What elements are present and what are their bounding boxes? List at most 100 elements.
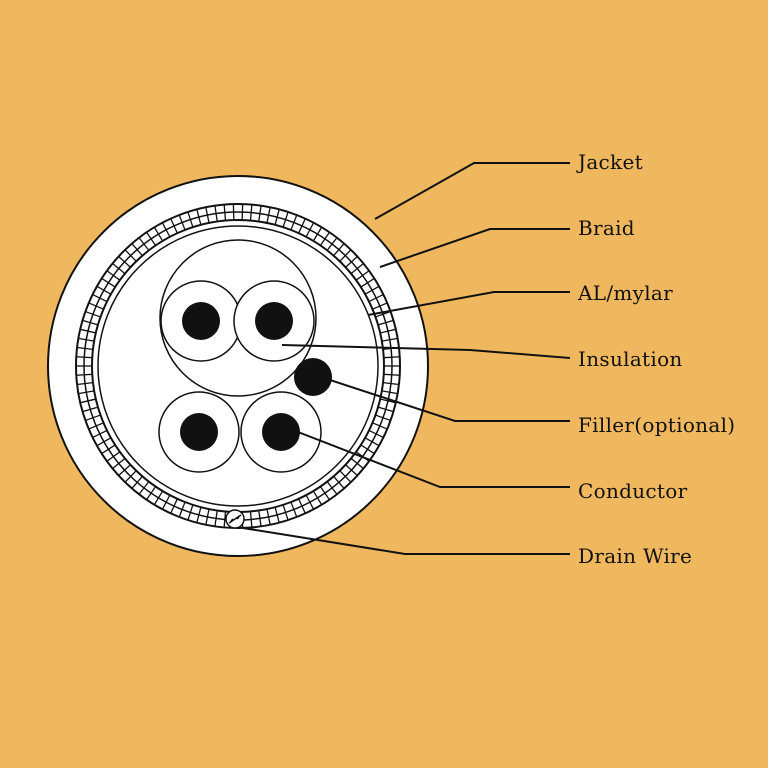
leader-line-jacket: [374, 162, 570, 220]
filler-element: [294, 358, 332, 396]
braid-tick: [96, 285, 112, 295]
braid-tick: [377, 319, 394, 326]
braid-tick: [372, 422, 388, 430]
braid-tick: [381, 337, 398, 342]
braid-tick: [101, 444, 116, 455]
label-conductor: Conductor: [578, 479, 688, 503]
braid-tick: [326, 237, 338, 251]
label-insulation: Insulation: [578, 347, 683, 371]
braid-tick: [282, 211, 289, 228]
braid-tick: [170, 218, 178, 234]
braid-tick: [274, 209, 280, 225]
braid-tick: [178, 501, 186, 518]
label-drain-wire: Drain Wire: [578, 544, 692, 568]
label-braid: Braid: [578, 216, 635, 240]
braid-tick: [106, 270, 121, 281]
braid-tick: [76, 373, 93, 376]
braid-tick: [364, 285, 380, 295]
braid-tick: [319, 486, 330, 501]
braid-tick: [368, 429, 384, 439]
leader-line-braid: [379, 228, 570, 268]
leader-line-insulation: [281, 344, 571, 359]
braid-tick: [290, 214, 298, 231]
braid-tick: [138, 481, 150, 495]
braid-tick: [375, 310, 391, 318]
braid-tick: [345, 255, 358, 268]
braid-tick: [82, 319, 99, 326]
braid-tick: [375, 414, 391, 422]
braid-tick: [305, 494, 315, 510]
braid-tick: [112, 457, 126, 470]
braid-tick: [258, 205, 262, 222]
braid-tick: [153, 490, 164, 506]
insulated-conductor-1: [160, 280, 242, 362]
braid-tick: [383, 356, 400, 359]
braid-tick: [101, 277, 116, 288]
braid-tick: [282, 504, 289, 521]
braid-tick: [258, 510, 262, 527]
braid-tick: [298, 498, 306, 514]
braid-tick: [368, 293, 384, 303]
braid-tick: [360, 277, 375, 288]
braid-tick: [312, 226, 323, 242]
braid-tick: [146, 231, 157, 246]
braid-tick: [88, 422, 104, 430]
insulated-conductor-2: [233, 280, 315, 362]
braid-tick: [249, 511, 253, 528]
braid-tick: [92, 293, 108, 303]
braid-tick: [372, 302, 388, 310]
braid-tick: [80, 328, 96, 334]
braid-tick: [339, 470, 352, 483]
braid-tick: [76, 381, 94, 386]
braid-tick: [112, 262, 126, 275]
braid-tick: [85, 310, 101, 318]
braid-tick: [124, 249, 137, 262]
braid-tick: [266, 207, 271, 224]
braid-tick: [339, 249, 352, 262]
braid-tick: [131, 475, 143, 489]
braid-tick: [187, 211, 194, 228]
braid-tick: [305, 222, 315, 238]
braid-tick: [345, 464, 358, 477]
braid-tick: [196, 507, 202, 523]
braid-tick: [380, 328, 396, 334]
braid-tick: [178, 214, 186, 231]
leader-line-drain-wire: [242, 527, 570, 555]
braid-tick: [223, 204, 227, 221]
braid-tick: [82, 406, 99, 413]
braid-tick: [187, 504, 194, 521]
braid-tick: [350, 262, 364, 275]
insulated-conductor-4: [240, 391, 322, 473]
braid-tick: [153, 226, 164, 242]
braid-tick: [298, 218, 306, 234]
braid-tick: [290, 501, 298, 518]
braid-tick: [118, 255, 131, 268]
braid-tick: [355, 270, 370, 281]
leader-line-filler: [329, 379, 570, 422]
braid-tick: [78, 337, 95, 342]
insulated-conductor-3: [158, 391, 240, 473]
braid-tick: [377, 406, 394, 413]
braid-tick: [124, 470, 137, 483]
braid-tick: [131, 243, 143, 257]
braid-tick: [80, 398, 96, 404]
braid-tick: [161, 494, 171, 510]
braid-tick: [383, 373, 400, 376]
braid-tick: [76, 356, 93, 359]
braid-tick: [249, 204, 253, 221]
label-jacket: Jacket: [576, 150, 643, 174]
braid-tick: [170, 498, 178, 514]
drain-wire-element: [225, 509, 245, 529]
braid-tick: [205, 207, 210, 224]
braid-tick: [312, 490, 323, 506]
leader-line-al-mylar: [367, 291, 570, 316]
braid-tick: [360, 444, 375, 455]
label-filler: Filler(optional): [578, 413, 735, 437]
label-al-mylar: AL/mylar: [577, 281, 673, 305]
braid-tick: [196, 209, 202, 225]
braid-tick: [380, 398, 396, 404]
braid-tick: [146, 486, 157, 501]
leader-line-conductor: [297, 431, 570, 488]
